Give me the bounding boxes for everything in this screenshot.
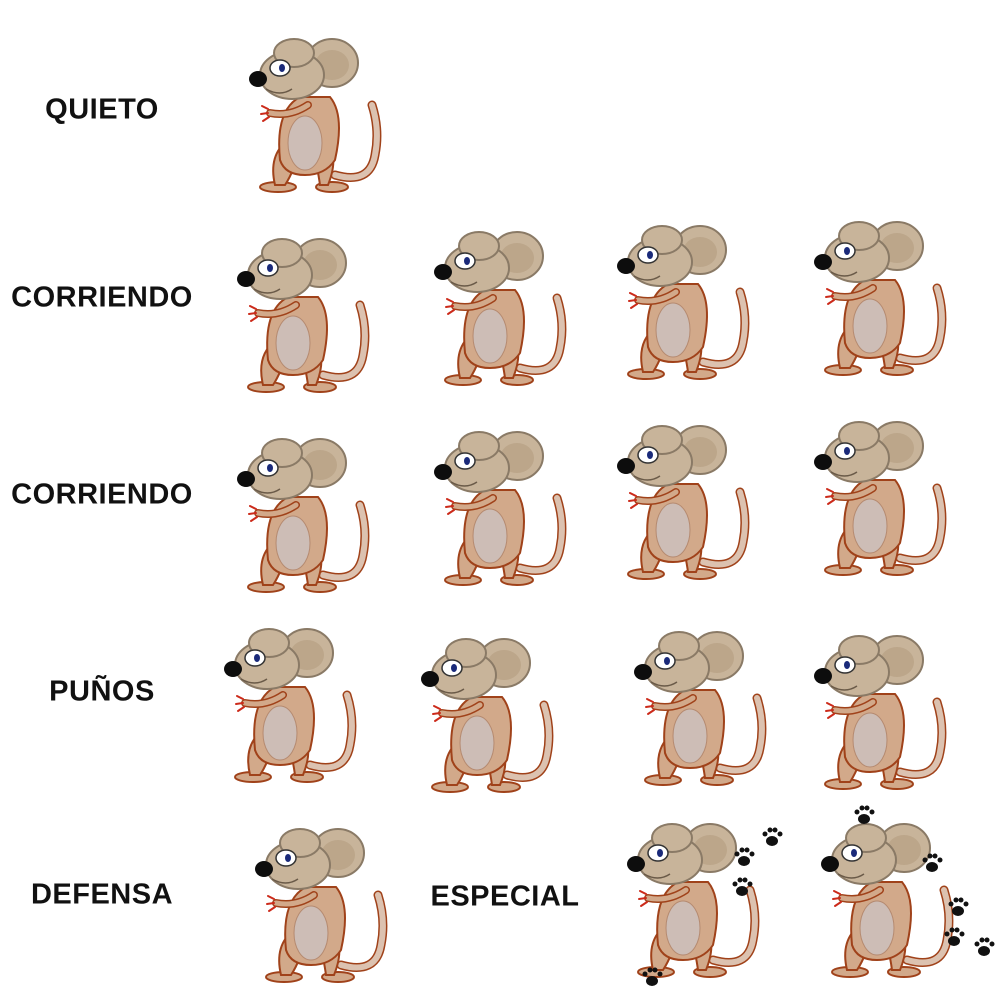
- paw-print-icon: [762, 827, 783, 846]
- paw-print-icon: [948, 897, 969, 916]
- paw-print-icon: [732, 877, 753, 896]
- sprite-punch-frame-2: [412, 635, 562, 805]
- sprite-run-2-frame-4: [805, 418, 955, 588]
- paw-print-icon: [854, 805, 875, 824]
- label-defensa: DEFENSA: [30, 878, 174, 911]
- paw-print-icon: [734, 847, 755, 866]
- sprite-defense: [246, 825, 396, 995]
- sprite-punch-frame-1: [215, 625, 365, 795]
- sprite-run-1-frame-1: [228, 235, 378, 405]
- paw-print-icon: [944, 927, 965, 946]
- sprite-punch-frame-3: [625, 628, 775, 798]
- sprite-special-frame-2: [812, 820, 962, 990]
- label-corriendo-1: CORRIENDO: [11, 281, 193, 314]
- label-punos: PUÑOS: [49, 675, 155, 708]
- sprite-run-1-frame-2: [425, 228, 575, 398]
- sprite-run-2-frame-2: [425, 428, 575, 598]
- sprite-run-1-frame-3: [608, 222, 758, 392]
- label-corriendo-2: CORRIENDO: [11, 478, 193, 511]
- paw-print-icon: [922, 853, 943, 872]
- sprite-run-1-frame-4: [805, 218, 955, 388]
- paw-print-icon: [974, 937, 995, 956]
- label-quieto: QUIETO: [45, 93, 159, 126]
- sprite-run-2-frame-3: [608, 422, 758, 592]
- paw-print-icon: [642, 967, 663, 986]
- sprite-idle: [240, 35, 390, 205]
- sprite-run-2-frame-1: [228, 435, 378, 605]
- label-especial: ESPECIAL: [430, 880, 580, 913]
- sprite-punch-frame-4: [805, 632, 955, 802]
